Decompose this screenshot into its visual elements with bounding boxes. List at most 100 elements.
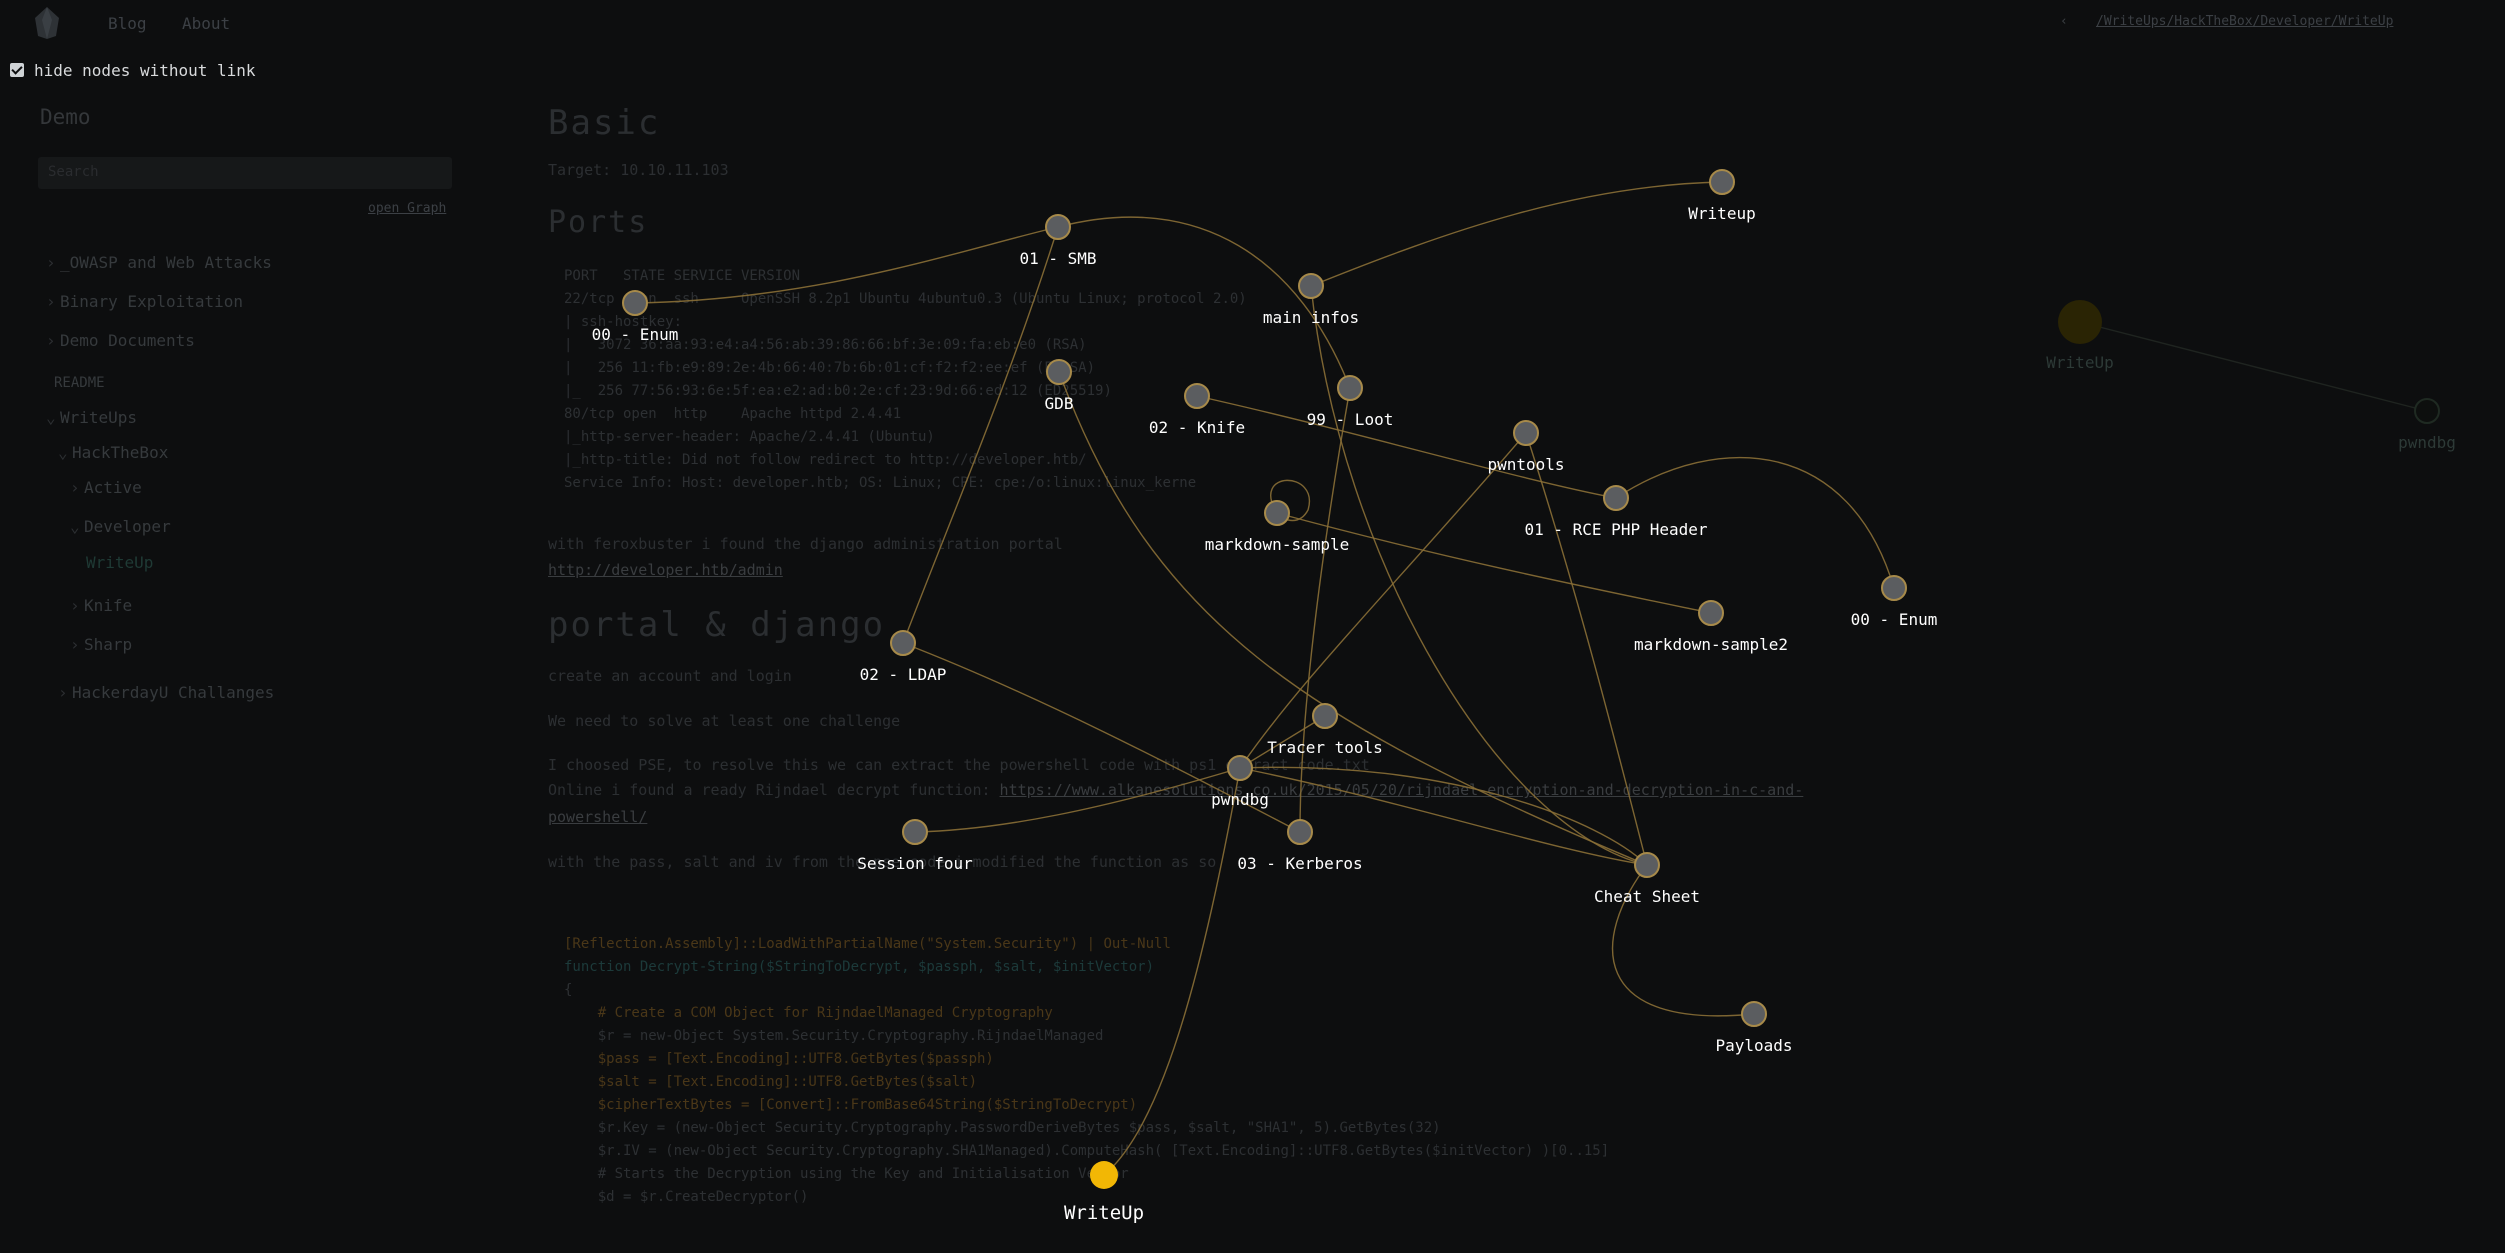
graph-node-enum00-right[interactable]: 00 - Enum bbox=[1851, 575, 1938, 629]
edge-mainfo-cheat bbox=[1310, 285, 1648, 866]
graph-node-loot[interactable]: 99 - Loot bbox=[1307, 375, 1394, 429]
sidebar-item-binary-exploitation[interactable]: ›Binary Exploitation bbox=[46, 292, 244, 311]
svg-text:pwndbg: pwndbg bbox=[2398, 433, 2456, 452]
svg-text:markdown-sample2: markdown-sample2 bbox=[1634, 635, 1788, 654]
svg-text:Writeup: Writeup bbox=[1688, 204, 1755, 223]
sidebar-item-hackerdayu[interactable]: ›HackerdayU Challanges bbox=[58, 683, 275, 702]
nav-about-link[interactable]: About bbox=[182, 14, 231, 33]
sidebar-item-developer[interactable]: ⌄Developer bbox=[70, 517, 171, 536]
edge-enum00-smb bbox=[634, 226, 1059, 304]
graph-node-markdown-sample[interactable]: markdown-sample bbox=[1205, 500, 1350, 554]
portal-heading: portal & django bbox=[548, 605, 886, 645]
hide-nodes-toggle[interactable]: hide nodes without link bbox=[10, 60, 256, 80]
chevron-right-icon: › bbox=[58, 683, 68, 702]
edge-mainfo-writeup bbox=[1310, 181, 1723, 287]
svg-text:main infos: main infos bbox=[1263, 308, 1359, 327]
graph-node-pwndbg[interactable]: pwndbg bbox=[1211, 755, 1269, 809]
graph-node-kerberos[interactable]: 03 - Kerberos bbox=[1237, 819, 1363, 873]
edge-pwntools-cheat bbox=[1525, 432, 1648, 866]
graph-node-writeup-top[interactable]: Writeup bbox=[1688, 169, 1756, 223]
sidebar-item-readme[interactable]: README bbox=[54, 375, 105, 391]
sidebar-item-knife[interactable]: ›Knife bbox=[70, 596, 133, 615]
sidebar-title: Demo bbox=[40, 105, 91, 129]
edge-gdb-cheat bbox=[1058, 371, 1648, 866]
edge-rce-enum00r bbox=[1615, 456, 1895, 589]
graph-node-payloads[interactable]: Payloads bbox=[1715, 1001, 1793, 1055]
powershell-code: [Reflection.Assembly]::LoadWithPartialNa… bbox=[564, 936, 1610, 1205]
edge-pwntools-pwndbg bbox=[1239, 432, 1527, 769]
sidebar-item-active[interactable]: ›Active bbox=[70, 478, 142, 497]
chevron-down-icon: ⌄ bbox=[70, 517, 80, 536]
ports-heading: Ports bbox=[548, 205, 649, 240]
admin-link[interactable]: http://developer.htb/admin bbox=[548, 561, 783, 579]
sidebar-item-owasp[interactable]: ›_OWASP and Web Attacks bbox=[46, 253, 272, 272]
svg-text:Cheat Sheet: Cheat Sheet bbox=[1594, 887, 1700, 906]
graph-node-pwndbg-dim[interactable]: pwndbg bbox=[2398, 398, 2456, 452]
edge-knife-rce bbox=[1196, 395, 1617, 499]
top-bar: Blog About ‹ /WriteUps/HackTheBox/Develo… bbox=[0, 0, 2505, 48]
breadcrumb[interactable]: /WriteUps/HackTheBox/Developer/WriteUp bbox=[2096, 14, 2394, 29]
graph-node-main-infos[interactable]: main infos bbox=[1263, 273, 1359, 327]
edge-cheat-payloads bbox=[1611, 864, 1755, 1017]
graph-node-ldap[interactable]: 02 - LDAP bbox=[860, 630, 947, 684]
svg-text:pwndbg: pwndbg bbox=[1211, 790, 1269, 809]
graph-node-smb[interactable]: 01 - SMB bbox=[1019, 214, 1097, 268]
search-input[interactable]: Search bbox=[38, 157, 452, 189]
svg-text:99 - Loot: 99 - Loot bbox=[1307, 410, 1394, 429]
paragraph-1: create an account and login bbox=[548, 667, 792, 685]
edge-writeup-pwndbg-dim bbox=[2079, 321, 2428, 412]
search-placeholder: Search bbox=[48, 164, 99, 180]
svg-text:Payloads: Payloads bbox=[1715, 1036, 1792, 1055]
chevron-right-icon: › bbox=[46, 292, 56, 311]
site-logo-icon[interactable] bbox=[32, 6, 62, 40]
target-line: Target: 10.10.11.103 bbox=[548, 161, 729, 179]
rijndael-link-cont[interactable]: powershell/ bbox=[548, 808, 648, 826]
paragraph-2: We need to solve at least one challenge bbox=[548, 712, 901, 730]
svg-text:02 - Knife: 02 - Knife bbox=[1149, 418, 1245, 437]
graph-node-writeup-current[interactable]: WriteUp bbox=[1064, 1161, 1144, 1224]
edge-pwndbg-cheat bbox=[1239, 767, 1648, 866]
sidebar-item-demo-documents[interactable]: ›Demo Documents bbox=[46, 331, 195, 350]
open-graph-link[interactable]: open Graph bbox=[368, 201, 447, 216]
svg-text:WriteUp: WriteUp bbox=[2046, 353, 2113, 372]
edge-loot-kerberos bbox=[1299, 387, 1351, 833]
sidebar-item-hackthebox[interactable]: ⌄HackTheBox bbox=[58, 443, 169, 462]
chevron-right-icon: › bbox=[46, 331, 56, 350]
edge-smb-loot bbox=[1057, 216, 1351, 389]
graph-node-tracer[interactable]: Tracer tools bbox=[1267, 703, 1383, 757]
graph-node-writeup-dim[interactable]: WriteUp bbox=[2046, 300, 2114, 372]
breadcrumb-separator: ‹ bbox=[2060, 14, 2068, 29]
svg-text:00 - Enum: 00 - Enum bbox=[1851, 610, 1938, 629]
paragraph-5: with the pass, salt and iv from the pse … bbox=[548, 853, 1217, 871]
graph-node-gdb[interactable]: GDB bbox=[1045, 359, 1074, 413]
svg-text:01 - SMB: 01 - SMB bbox=[1019, 249, 1096, 268]
graph-node-enum00-left[interactable]: 00 - Enum bbox=[592, 290, 679, 344]
graph-node-knife[interactable]: 02 - Knife bbox=[1149, 383, 1245, 437]
graph-node-session-four[interactable]: Session four bbox=[857, 819, 973, 873]
graph-node-rce[interactable]: 01 - RCE PHP Header bbox=[1524, 485, 1708, 539]
nav-blog-link[interactable]: Blog bbox=[108, 14, 147, 33]
svg-text:GDB: GDB bbox=[1045, 394, 1074, 413]
chevron-down-icon: ⌄ bbox=[58, 443, 68, 462]
sidebar-item-writeups[interactable]: ⌄WriteUps bbox=[46, 408, 138, 427]
edge-smb-ldap bbox=[902, 226, 1059, 644]
rijndael-link[interactable]: https://www.alkanesolutions.co.uk/2015/0… bbox=[999, 781, 1804, 799]
graph-node-markdown-sample2[interactable]: markdown-sample2 bbox=[1634, 600, 1788, 654]
graph-node-cheat-sheet[interactable]: Cheat Sheet bbox=[1594, 852, 1700, 906]
paragraph-4: Online i found a ready Rijndael decrypt … bbox=[548, 781, 1804, 799]
paragraph-3: I choosed PSE, to resolve this we can ex… bbox=[548, 756, 1370, 774]
svg-text:Session four: Session four bbox=[857, 854, 973, 873]
svg-text:Tracer tools: Tracer tools bbox=[1267, 738, 1383, 757]
edge-tracer-pwndbg bbox=[1239, 715, 1326, 769]
edge-ldap-kerberos bbox=[902, 642, 1301, 833]
svg-text:03 - Kerberos: 03 - Kerberos bbox=[1237, 854, 1362, 873]
svg-text:00 - Enum: 00 - Enum bbox=[592, 325, 679, 344]
graph-node-pwntools[interactable]: pwntools bbox=[1487, 420, 1565, 474]
edge-pwndbg-cheat2 bbox=[1239, 766, 1648, 866]
sidebar-item-sharp[interactable]: ›Sharp bbox=[70, 635, 133, 654]
graph-nodes[interactable]: 01 - SMB Writeup main infos 00 - Enum GD… bbox=[592, 169, 2456, 1224]
svg-text:markdown-sample: markdown-sample bbox=[1205, 535, 1350, 554]
hide-nodes-checkbox[interactable] bbox=[10, 63, 24, 77]
sidebar-item-writeup[interactable]: WriteUp bbox=[86, 553, 154, 572]
